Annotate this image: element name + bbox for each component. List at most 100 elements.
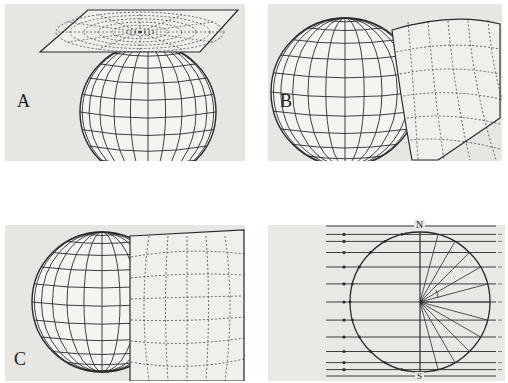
cylinder-parallel xyxy=(131,274,244,278)
meridian xyxy=(67,232,137,372)
parallel xyxy=(84,234,120,235)
plane-ray xyxy=(98,15,140,32)
parallel xyxy=(89,78,207,83)
meridian xyxy=(281,18,409,161)
planar-projection xyxy=(40,10,238,161)
point xyxy=(384,361,387,364)
panel-c xyxy=(5,225,245,381)
point xyxy=(342,300,345,303)
parallel-line xyxy=(326,376,496,377)
parallel xyxy=(281,129,409,134)
plane-ray xyxy=(140,32,224,33)
plane-ray xyxy=(140,12,141,32)
cone-parallel xyxy=(397,45,501,52)
radius-line xyxy=(420,241,455,302)
plane-ray xyxy=(140,22,213,32)
point xyxy=(342,240,345,243)
parallel xyxy=(100,160,196,161)
globe-outline xyxy=(80,44,216,161)
parallel xyxy=(100,64,196,68)
meridian xyxy=(114,44,182,161)
cylinder-meridian xyxy=(166,236,169,381)
plane-ray xyxy=(140,32,182,49)
point xyxy=(358,266,361,269)
projection-plane xyxy=(40,10,238,52)
point xyxy=(342,368,345,371)
point xyxy=(351,319,354,322)
parallel xyxy=(114,53,182,56)
cylinder-parallel xyxy=(131,338,244,343)
plane-ray xyxy=(140,32,213,42)
point xyxy=(384,240,387,243)
point xyxy=(342,350,345,353)
cone-meridian xyxy=(488,20,502,160)
parallel xyxy=(67,241,137,243)
tick xyxy=(498,351,502,352)
plane-circle xyxy=(56,12,224,52)
meridian xyxy=(326,18,364,161)
point xyxy=(369,251,372,254)
cone-meridian xyxy=(408,22,418,160)
point xyxy=(342,233,345,236)
plane-ray xyxy=(67,32,140,42)
meridian xyxy=(308,18,382,161)
point xyxy=(401,368,404,371)
radius-line xyxy=(420,302,481,337)
parallel xyxy=(82,94,213,100)
point xyxy=(342,265,345,268)
parallel-line xyxy=(326,267,496,268)
parallel xyxy=(82,130,213,136)
parallel-line xyxy=(326,362,496,363)
parallel xyxy=(293,144,398,148)
meridian xyxy=(100,44,196,161)
parallel-line xyxy=(326,369,496,370)
parallel xyxy=(271,92,419,97)
parallel xyxy=(274,111,417,116)
tick xyxy=(498,267,502,268)
point xyxy=(342,319,345,322)
projection-construction xyxy=(326,226,502,376)
parallel-line xyxy=(326,302,496,303)
cylinder-meridian xyxy=(225,236,230,381)
meridian xyxy=(84,232,120,372)
tick xyxy=(498,283,502,284)
angle-arc xyxy=(436,290,438,298)
point xyxy=(369,350,372,353)
parallel xyxy=(293,40,398,44)
tick xyxy=(498,252,502,253)
plane-ray xyxy=(67,22,140,32)
cone-parallel xyxy=(400,69,500,74)
tick xyxy=(498,337,502,338)
radius-line xyxy=(420,284,488,302)
cylindrical-projection xyxy=(32,230,244,381)
parallel xyxy=(308,28,382,31)
parallel xyxy=(274,73,417,78)
panel-letter: A xyxy=(17,92,30,110)
plane-ray xyxy=(56,32,140,33)
tick xyxy=(498,362,502,363)
parallel xyxy=(84,370,120,371)
parallel-line xyxy=(326,337,496,338)
pole-label: N xyxy=(414,220,425,230)
cylinder-meridian xyxy=(187,236,188,381)
point xyxy=(342,251,345,254)
plane-ray xyxy=(140,32,141,52)
conic-projection xyxy=(271,18,502,161)
cylinder-parallel xyxy=(131,296,244,299)
tick xyxy=(498,241,502,242)
cone-meridian xyxy=(448,21,470,160)
parallel xyxy=(80,112,216,118)
meridian xyxy=(148,44,149,161)
radius-line xyxy=(420,302,490,303)
parallel xyxy=(67,363,137,365)
panel-letter: B xyxy=(280,92,292,110)
point xyxy=(349,301,352,304)
parallel-line xyxy=(326,241,496,242)
panel-d xyxy=(268,225,505,381)
point xyxy=(342,335,345,338)
cone-parallel xyxy=(407,116,500,124)
tick xyxy=(498,234,502,235)
parallel xyxy=(281,55,409,60)
